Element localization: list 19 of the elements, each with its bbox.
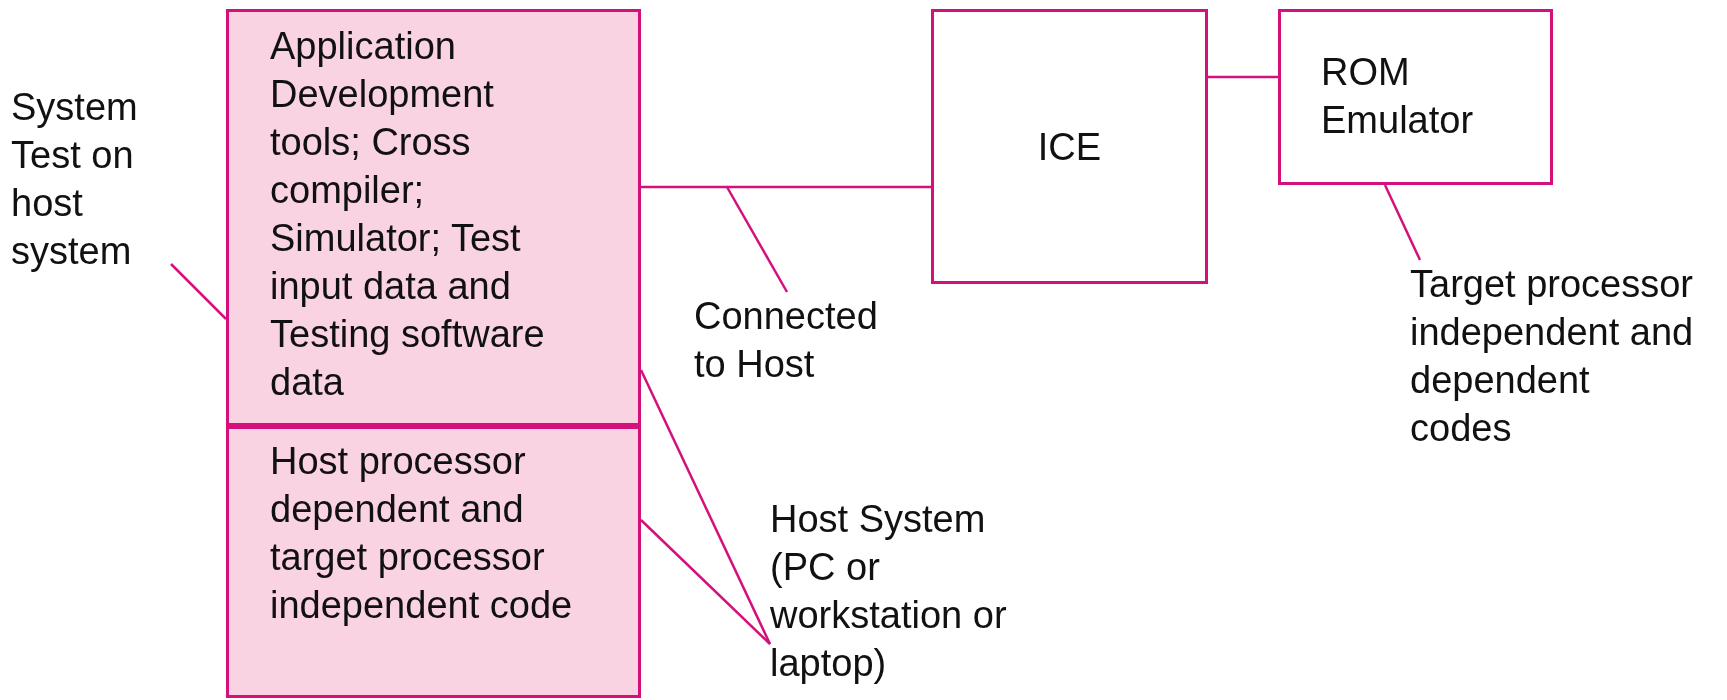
leader-line <box>725 186 789 293</box>
connector-line <box>1208 75 1278 79</box>
annotation-text: Connected to Host <box>694 292 914 388</box>
leader-line <box>170 263 227 320</box>
process-box <box>226 9 641 426</box>
box-text: ROM Emulator <box>1321 50 1475 143</box>
box-text: Host processor dependent and target processor independent code <box>270 439 574 628</box>
leader-line <box>1383 184 1422 261</box>
annotation-text: System Test on host system <box>11 83 171 275</box>
box-text: Application Development tools; Cross compiler; Simulator; Test input data and Testing software data <box>270 24 546 405</box>
process-box <box>226 426 641 698</box>
leader-line <box>640 519 771 645</box>
annotation-text: Host System (PC or workstation or laptop) <box>770 495 1010 687</box>
process-box <box>931 9 1208 284</box>
leader-line <box>639 369 772 645</box>
box-text: ICE <box>1037 124 1102 170</box>
connector-line <box>641 185 931 189</box>
process-box <box>1278 9 1553 185</box>
annotation-text: Target processor independent and dependent codes <box>1410 260 1700 452</box>
